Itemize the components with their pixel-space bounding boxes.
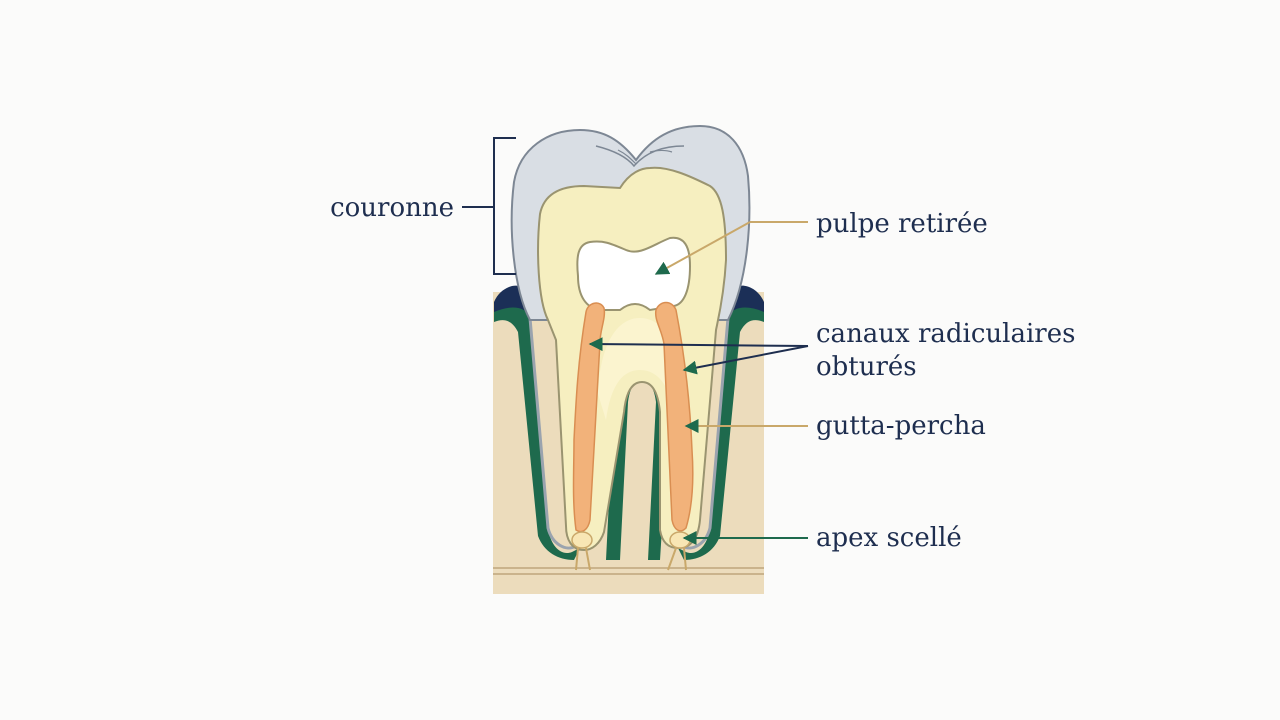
canals-leader-right xyxy=(682,345,809,375)
label-gutta-percha: gutta-percha xyxy=(816,411,986,441)
label-canals-line2: obturés xyxy=(816,352,917,382)
enamel-fissure-2 xyxy=(617,149,673,165)
canals-leader-left xyxy=(588,337,809,352)
label-pulp-removed: pulpe retirée xyxy=(816,209,988,239)
pulp-chamber xyxy=(576,236,692,312)
pulp-leader-diag xyxy=(654,221,751,275)
label-apex-sealed: apex scellé xyxy=(816,523,962,553)
label-canals-line1: canaux radiculaires xyxy=(816,319,1075,349)
apex-seal-right xyxy=(669,531,691,549)
apex-seal-left xyxy=(571,531,593,549)
apex-channel-left xyxy=(575,547,591,571)
apex-channel-right xyxy=(667,547,687,571)
enamel-fissure xyxy=(595,145,685,168)
label-crown: couronne xyxy=(330,193,454,223)
gum-right xyxy=(678,307,764,560)
gutta-percha-left xyxy=(572,302,606,533)
gum-left xyxy=(494,307,580,560)
